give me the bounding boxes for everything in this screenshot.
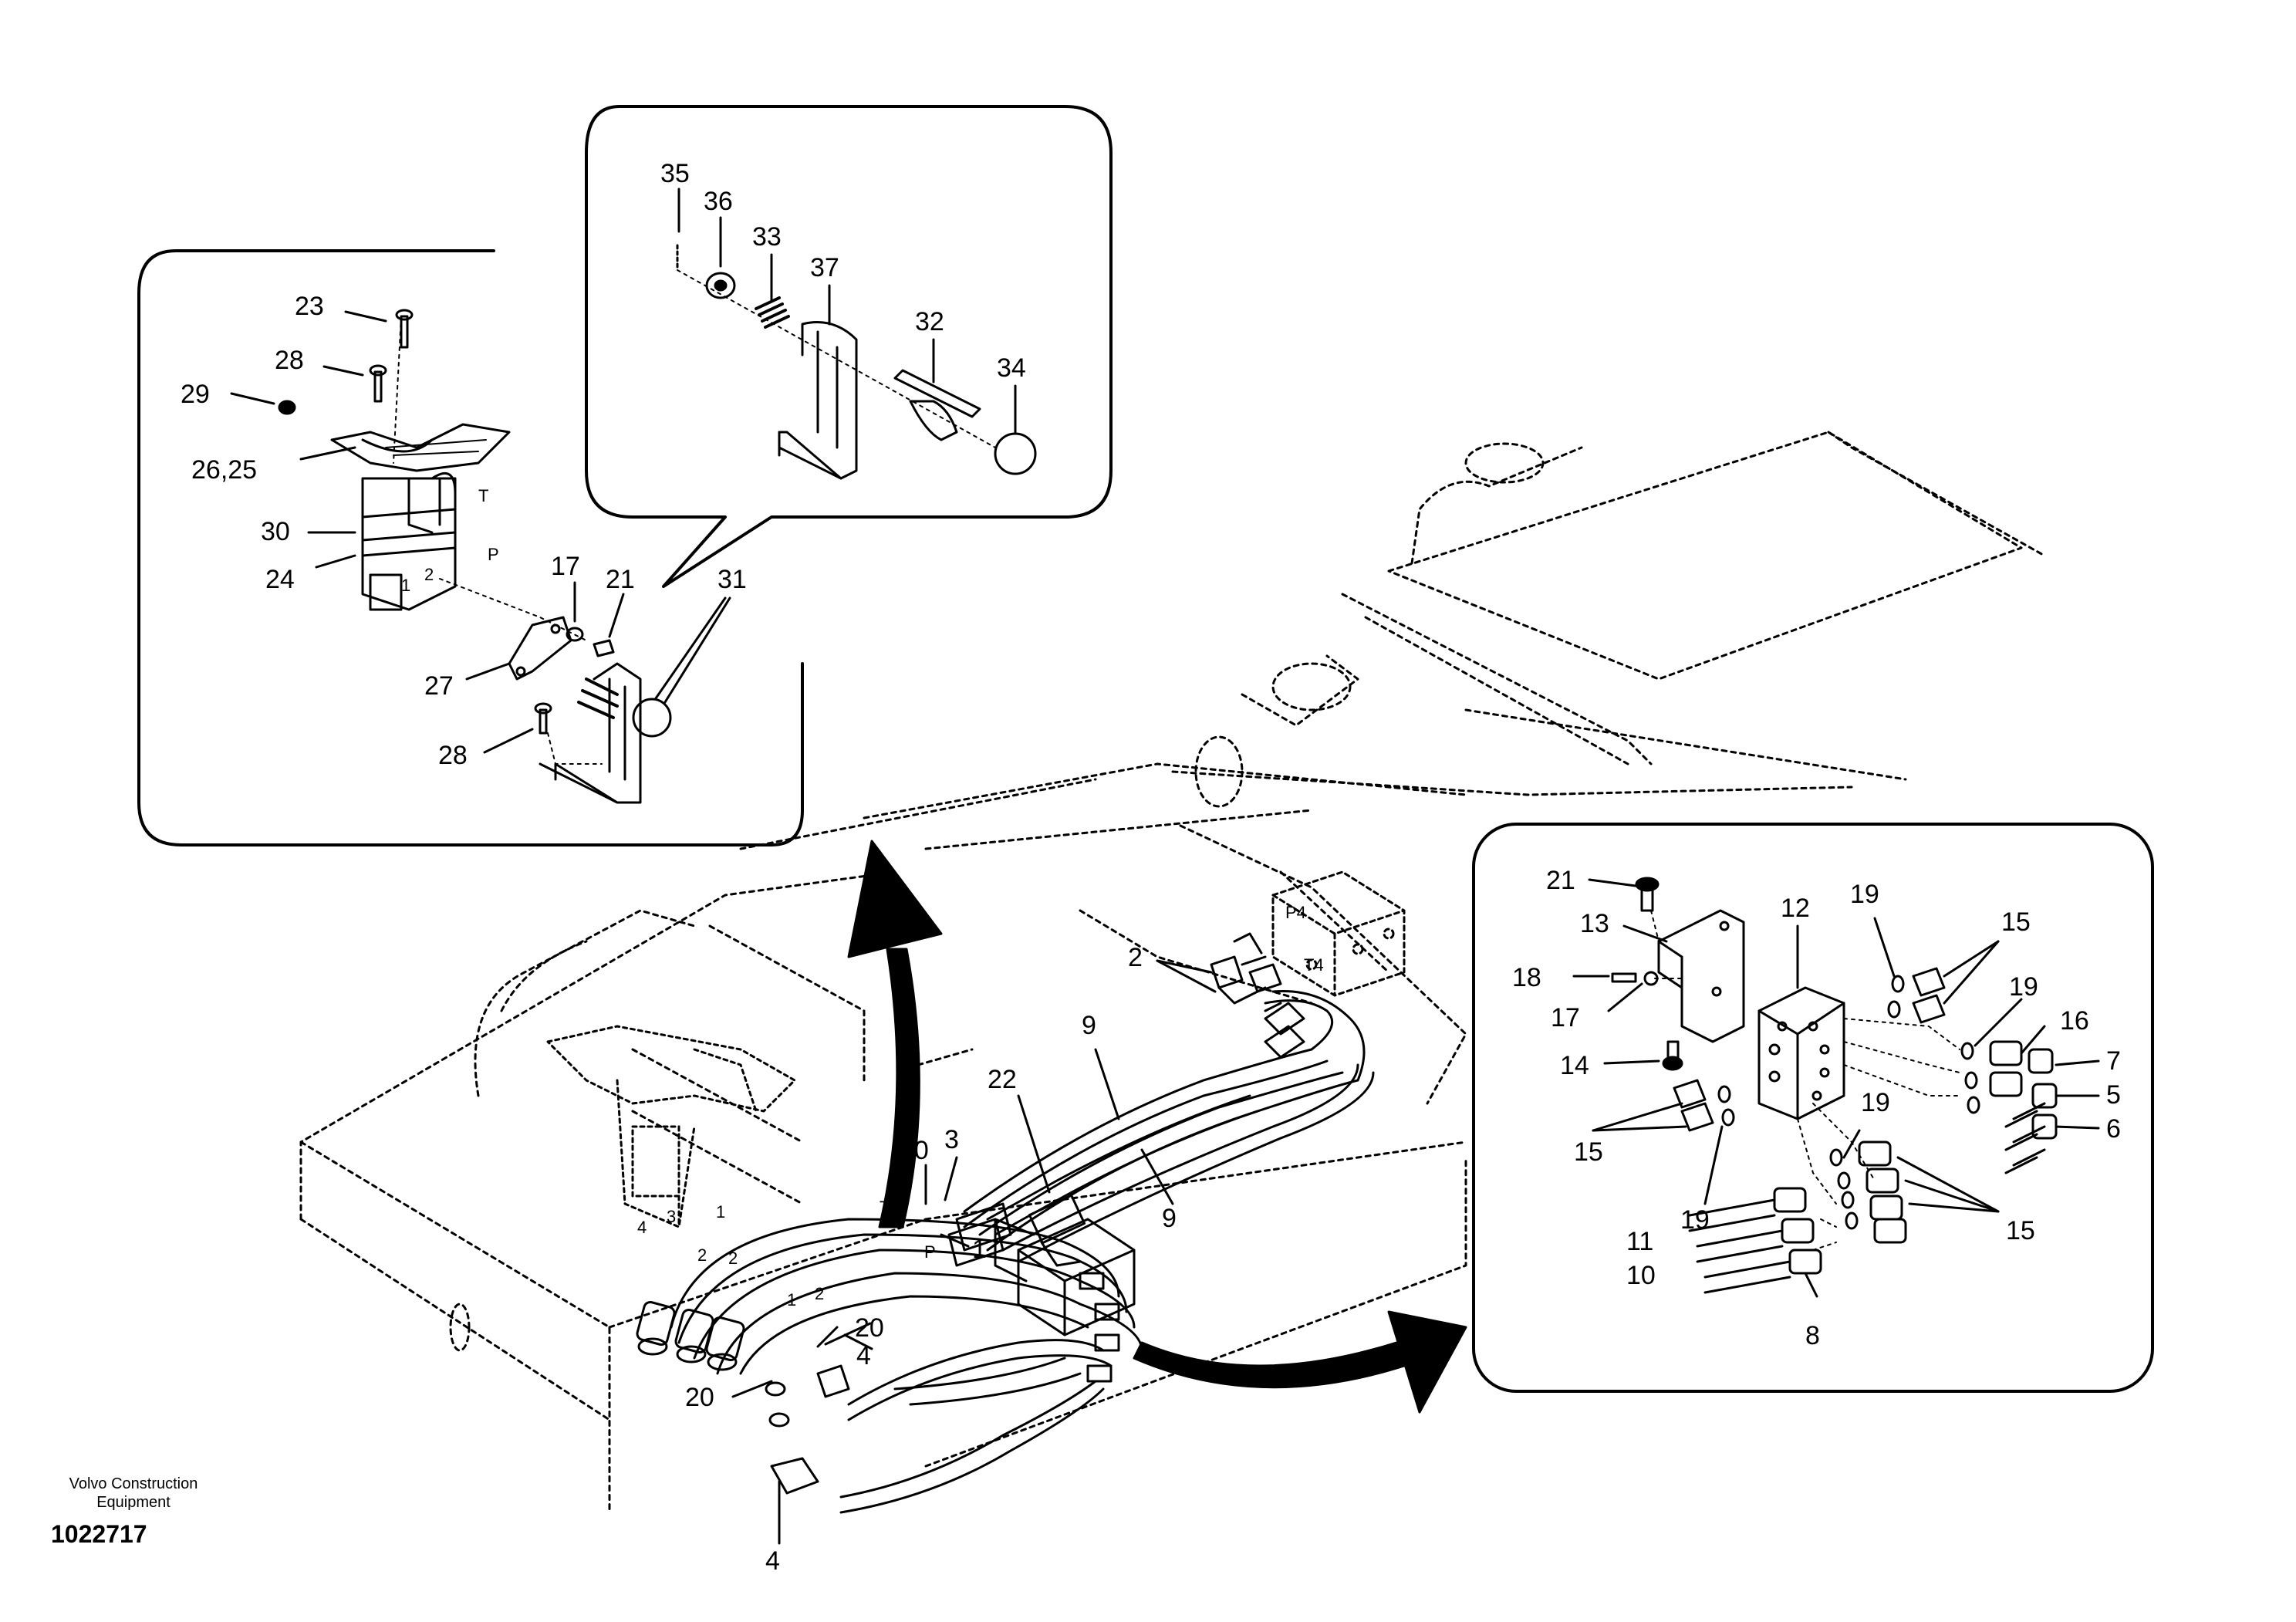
port-labels: T P 1 2 P4 T4 T P 4 3 1 2 2 1 2 <box>401 486 1324 1309</box>
callout-13: 13 <box>1580 909 1609 938</box>
callout-23: 23 <box>295 292 324 321</box>
callout-6: 6 <box>2106 1114 2121 1144</box>
pos-2b: 2 <box>728 1249 738 1268</box>
callout-33: 33 <box>752 222 782 252</box>
callout-4-mid: 4 <box>856 1341 871 1370</box>
callout-32: 32 <box>915 307 944 336</box>
manufacturer-line-1: Volvo Construction <box>69 1475 198 1492</box>
control-valve <box>994 1218 1136 1383</box>
callout-10: 10 <box>1626 1261 1656 1290</box>
pos-1b: 1 <box>787 1290 796 1309</box>
callout-9-lower: 9 <box>1162 1204 1177 1233</box>
callout-1: 1 <box>972 1235 987 1264</box>
callout-27: 27 <box>424 671 454 701</box>
callout-19-lower: 19 <box>1861 1088 1890 1117</box>
pos-2c: 2 <box>815 1284 824 1303</box>
callout-19-top: 19 <box>1850 880 1879 909</box>
inset-bracket <box>585 105 1113 588</box>
callout-28-lower: 28 <box>438 741 468 770</box>
callout-21: 21 <box>606 565 635 594</box>
port-1-pedal: 1 <box>401 576 410 595</box>
callout-19-right: 19 <box>2009 972 2038 1002</box>
machine-frame-outline <box>299 431 2046 1514</box>
callout-21-right: 21 <box>1546 866 1575 895</box>
callout-24: 24 <box>265 565 295 594</box>
callout-36: 36 <box>704 187 733 216</box>
inset-manifold <box>1472 823 2154 1393</box>
pos-2: 2 <box>697 1245 707 1265</box>
callout-2: 2 <box>1128 943 1143 972</box>
p4-t4-block <box>1271 870 1406 997</box>
arrow-to-valve-inset[interactable] <box>1133 1310 1467 1414</box>
callout-26-25: 26,25 <box>191 455 257 485</box>
drawing-number: 1022717 <box>51 1520 147 1548</box>
manufacturer-line-2: Equipment <box>96 1494 171 1511</box>
callout-22: 22 <box>988 1065 1017 1094</box>
callout-37: 37 <box>810 253 839 282</box>
callout-20-left: 20 <box>685 1383 714 1412</box>
port-T4: T4 <box>1304 955 1324 975</box>
callout-35: 35 <box>660 159 690 188</box>
port-2-pedal: 2 <box>424 565 434 584</box>
callout-18: 18 <box>1512 963 1541 992</box>
callout-17-right: 17 <box>1551 1003 1580 1032</box>
callout-28: 28 <box>275 346 304 375</box>
callout-4-bottom: 4 <box>765 1546 780 1576</box>
pos-4: 4 <box>637 1218 647 1237</box>
main-leaders <box>731 959 1217 1545</box>
callout-14: 14 <box>1560 1051 1589 1080</box>
callout-16: 16 <box>2060 1006 2089 1036</box>
callout-30: 30 <box>261 517 290 546</box>
foot-pedal-ghost <box>546 1025 796 1228</box>
callout-15-top: 15 <box>2001 907 2031 937</box>
callout-15-left: 15 <box>1574 1137 1603 1167</box>
callout-34: 34 <box>997 353 1026 383</box>
callout-3: 3 <box>944 1125 959 1154</box>
callout-20-mid: 20 <box>855 1313 884 1343</box>
callout-15-lower: 15 <box>2006 1216 2035 1245</box>
callout-20-top: 20 <box>900 1136 929 1165</box>
port-T-main: T <box>880 1198 890 1217</box>
port-T-pedal: T <box>478 486 488 505</box>
callout-7: 7 <box>2106 1046 2121 1076</box>
callout-29: 29 <box>181 380 210 409</box>
port-P-main: P <box>924 1242 936 1262</box>
inset-pedal <box>137 249 804 846</box>
pos-3: 3 <box>667 1207 676 1226</box>
callouts: 35 36 33 37 32 34 31 23 28 29 26,25 30 2… <box>181 159 2121 1576</box>
callout-11: 11 <box>1626 1227 1653 1256</box>
hose-ends-left <box>636 1300 850 1495</box>
fitting-2 <box>1210 932 1282 1005</box>
pos-1: 1 <box>716 1202 725 1222</box>
port-P4: P4 <box>1285 903 1306 922</box>
callout-19-mid: 19 <box>1680 1205 1710 1235</box>
callout-31: 31 <box>718 565 747 594</box>
port-P-pedal: P <box>488 545 499 564</box>
callout-17: 17 <box>551 552 580 581</box>
callout-8: 8 <box>1805 1321 1820 1350</box>
callout-5: 5 <box>2106 1080 2121 1110</box>
callout-9-upper: 9 <box>1082 1011 1096 1040</box>
arrow-to-pedal-inset[interactable] <box>847 840 943 1228</box>
callout-12: 12 <box>1781 894 1810 923</box>
hoses-9 <box>947 1002 1375 1267</box>
